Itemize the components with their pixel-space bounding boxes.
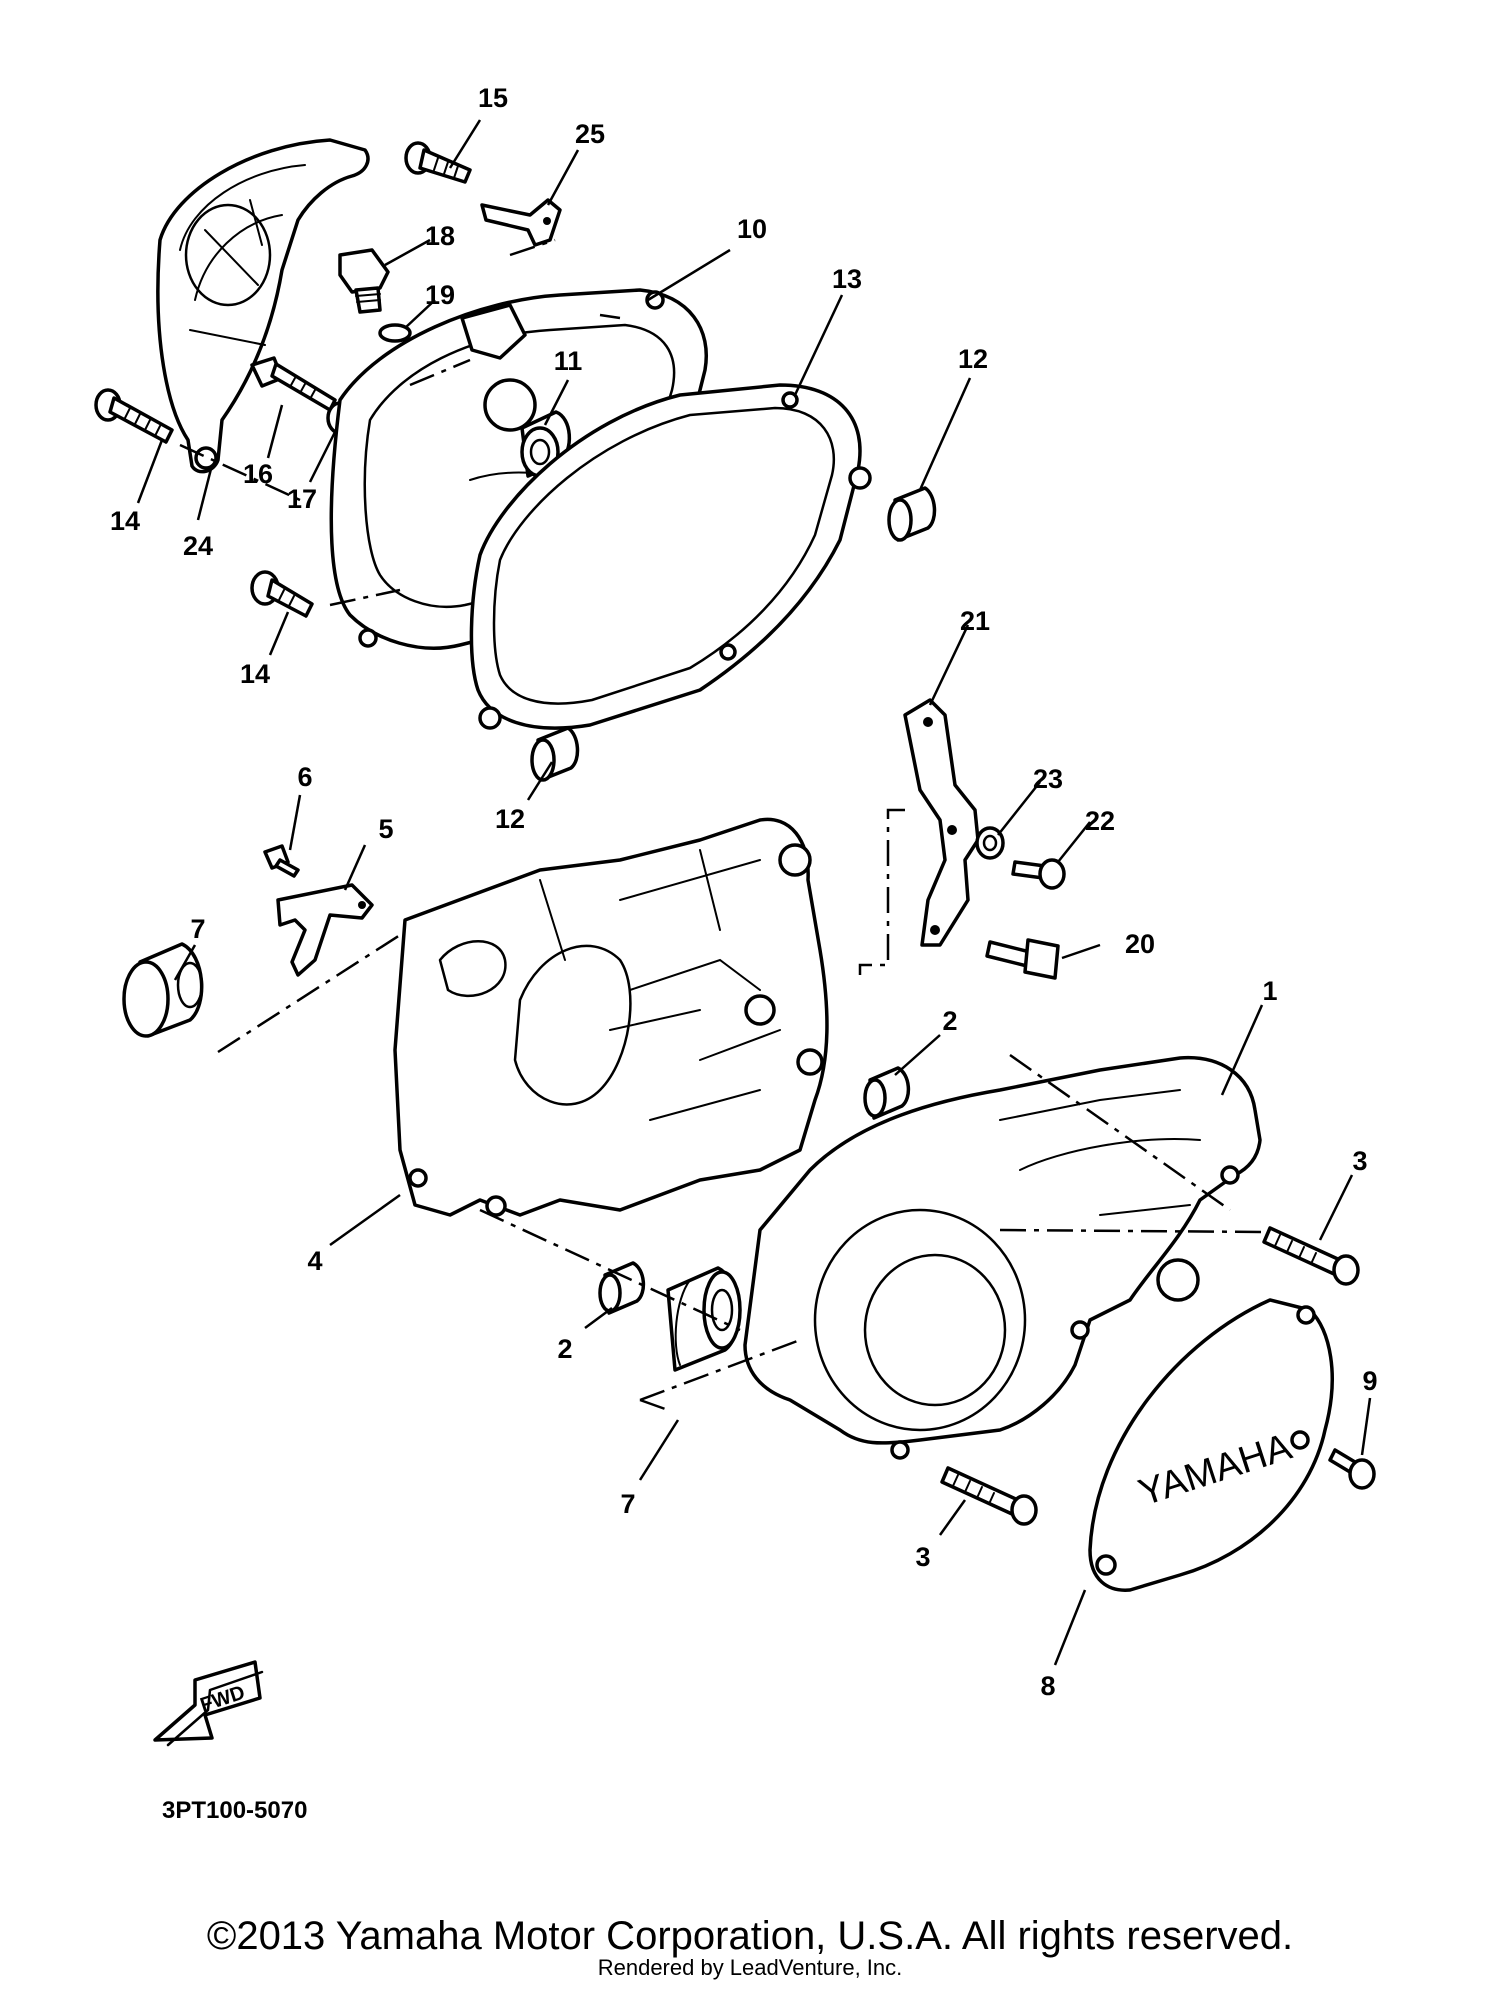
callout-16: 16 [243,459,273,489]
part-15-bolt [404,141,472,184]
part-12-dowel-upper [887,486,937,542]
part-19-o-ring [378,323,412,343]
alignment-lines [179,238,1265,1412]
callout-25: 25 [575,119,605,149]
callout-14-lower: 14 [240,659,270,689]
part-14-bolt-upper [94,388,174,444]
callout-1: 1 [1262,976,1277,1006]
callout-labels: 1 2 2 2 3 3 4 5 6 7 7 8 9 10 11 12 12 13… [110,83,1378,1701]
part-2-dowel-lower [598,1261,646,1315]
callout-23: 23 [1033,764,1063,794]
part-16-bolt [250,356,337,412]
callout-10: 10 [737,214,767,244]
callout-3-bottom: 3 [915,1542,930,1572]
callout-2-lower: 2 [557,1334,572,1364]
callout-7-bottom: 7 [620,1489,635,1519]
callout-18: 18 [425,221,455,251]
callout-9: 9 [1362,1366,1377,1396]
part-3-bolt-bottom [940,1466,1038,1526]
callout-17: 17 [287,484,317,514]
callout-14-upper: 14 [110,506,140,536]
fwd-arrow-icon: FWD [153,1660,264,1747]
callout-12-lower: 12 [495,804,525,834]
callout-6: 6 [297,762,312,792]
part-20-bolt [985,938,1060,980]
callout-20: 20 [1125,929,1155,959]
drawing-code: 3PT100-5070 [162,1797,307,1824]
leader-lines [136,119,1372,1666]
part-21-bracket [903,698,980,947]
callout-13: 13 [832,264,862,294]
part-1-crankcase-right [743,1055,1262,1460]
callout-24: 24 [183,531,213,561]
callout-5: 5 [378,814,393,844]
part-8-cover: YAMAHA [1088,1298,1334,1592]
callout-11: 11 [554,346,583,376]
part-18-fitting [338,248,390,314]
part-14-bolt-lower [250,570,314,618]
callout-15: 15 [478,83,508,113]
part-9-screw [1328,1448,1376,1490]
part-3-bolt-right [1262,1226,1360,1286]
callout-2-right: 2 [942,1006,957,1036]
callout-8: 8 [1040,1671,1055,1701]
part-6-screw [263,844,300,878]
callout-22: 22 [1085,806,1115,836]
callout-21: 21 [960,606,990,636]
callout-19: 19 [425,280,455,310]
part-24-outer-guard [156,138,370,474]
part-13-gasket [469,383,872,730]
part-25-clip [480,198,562,247]
part-7-seal-left [122,942,204,1038]
part-7-seal-bottom [666,1266,742,1372]
part-5-guide [276,883,374,977]
copyright-text: ©2013 Yamaha Motor Corporation, U.S.A. A… [206,1914,1294,1958]
callout-3-right: 3 [1352,1146,1367,1176]
part-2-dowel-right [863,1066,911,1120]
part-12-dowel-lower [530,726,580,782]
rendered-by-text: Rendered by LeadVenture, Inc. [597,1955,903,1980]
callout-12-upper: 12 [958,344,988,374]
part-4-crankcase-left [393,817,829,1217]
callout-7-left: 7 [190,914,205,944]
callout-4: 4 [307,1246,322,1276]
part-22-bolt [1011,858,1066,890]
part-23-collar [975,826,1005,860]
